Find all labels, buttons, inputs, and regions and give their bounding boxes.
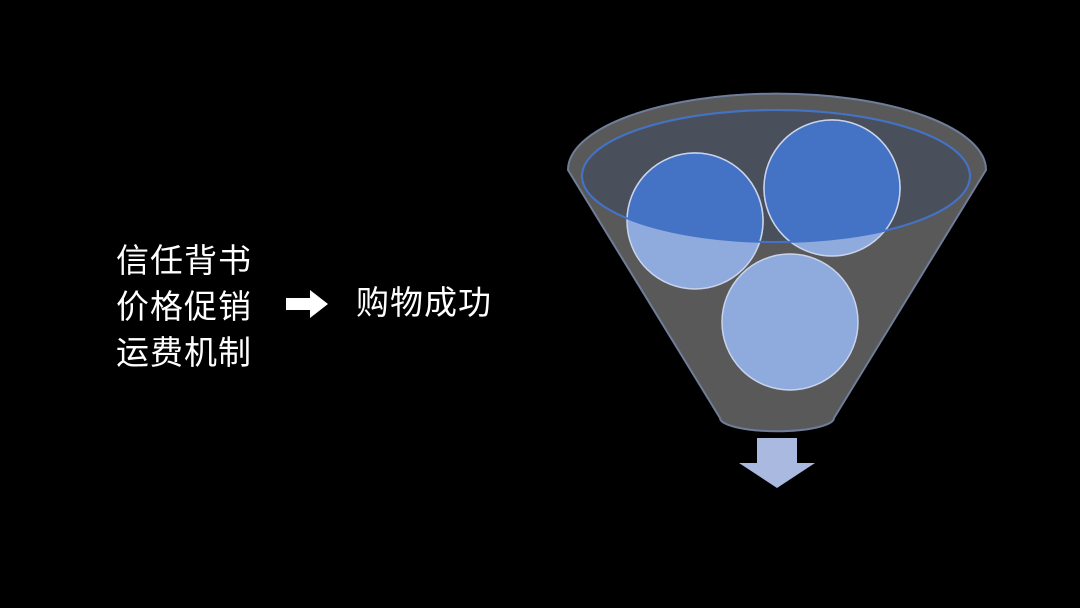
factor-shipping-policy: 运费机制	[116, 333, 252, 372]
right-arrow-icon	[286, 290, 328, 318]
funnel-balls	[626, 119, 901, 391]
factor-list: 信任背书 价格促销 运费机制	[116, 238, 252, 376]
result-label: 购物成功	[356, 283, 492, 322]
down-arrow-icon	[739, 438, 815, 488]
factor-trust-endorsement: 信任背书	[116, 241, 252, 280]
factor-price-promotion: 价格促销	[116, 287, 252, 326]
ball-bottom	[721, 253, 859, 391]
